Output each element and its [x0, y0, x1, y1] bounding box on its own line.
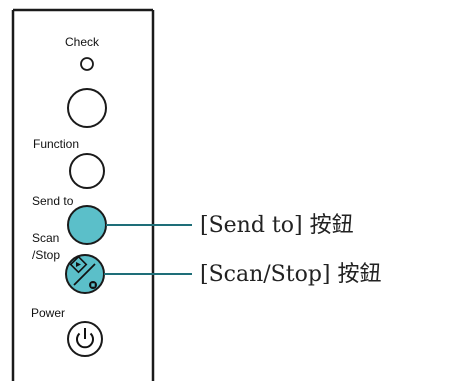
check-label: Check — [65, 35, 100, 49]
stop-label: /Stop — [32, 248, 60, 262]
function-label: Function — [33, 137, 79, 151]
scan-stop-callout: [Scan/Stop] 按鈕 — [200, 262, 382, 287]
send-to-button[interactable] — [67, 205, 107, 245]
panel-frame — [11, 8, 155, 381]
power-icon — [76, 328, 94, 349]
scan-stop-button[interactable] — [65, 254, 105, 294]
check-indicator-light — [80, 57, 94, 71]
scan-stop-icon — [69, 255, 97, 289]
function-button[interactable] — [67, 88, 107, 128]
scan-label: Scan — [32, 231, 59, 245]
power-button[interactable] — [67, 321, 103, 357]
send-to-label: Send to — [32, 194, 74, 208]
send-to-callout: [Send to] 按鈕 — [200, 213, 354, 238]
power-label: Power — [31, 306, 65, 320]
send-to-upper-button[interactable] — [69, 153, 105, 189]
